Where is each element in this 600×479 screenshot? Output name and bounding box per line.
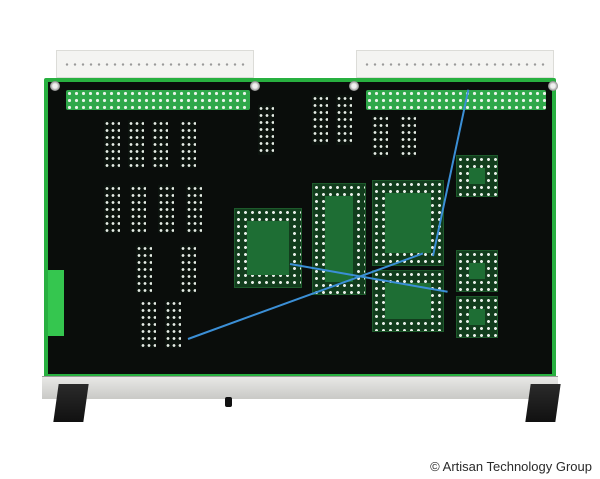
watermark: © Artisan Technology Group [430,459,592,474]
dip-chip [258,105,274,155]
dip-chip [400,115,416,157]
dip-chip [372,115,388,157]
mounting-screw [50,81,60,91]
plcc-socket [372,180,444,266]
top-edge-connector-left [56,50,254,78]
mounting-screw [250,81,260,91]
dip-chip [186,185,202,233]
dip-chip [180,245,196,293]
plcc-socket [234,208,302,288]
rail-knob [225,397,232,407]
board-label-sticker [48,270,64,336]
dip-chip [128,120,144,168]
dip-chip [130,185,146,233]
dip-chip [104,120,120,168]
ejector-handle-right [525,384,561,422]
dip-chip [312,95,328,145]
dip-chip [104,185,120,233]
mounting-screw [548,81,558,91]
pin-header-left [66,90,250,110]
dip-chip [140,300,156,348]
dip-chip [158,185,174,233]
dip-chip [336,95,352,145]
dip-chip [180,120,196,168]
pin-header-right [366,90,546,110]
dip-chip [165,300,181,348]
top-edge-connector-right [356,50,554,78]
dip-chip [136,245,152,293]
plcc-socket [456,250,498,292]
plcc-socket [456,155,498,197]
front-panel-rail [42,376,558,399]
ejector-handle-left [53,384,89,422]
mounting-screw [349,81,359,91]
dip-chip [152,120,168,168]
plcc-socket [456,296,498,338]
